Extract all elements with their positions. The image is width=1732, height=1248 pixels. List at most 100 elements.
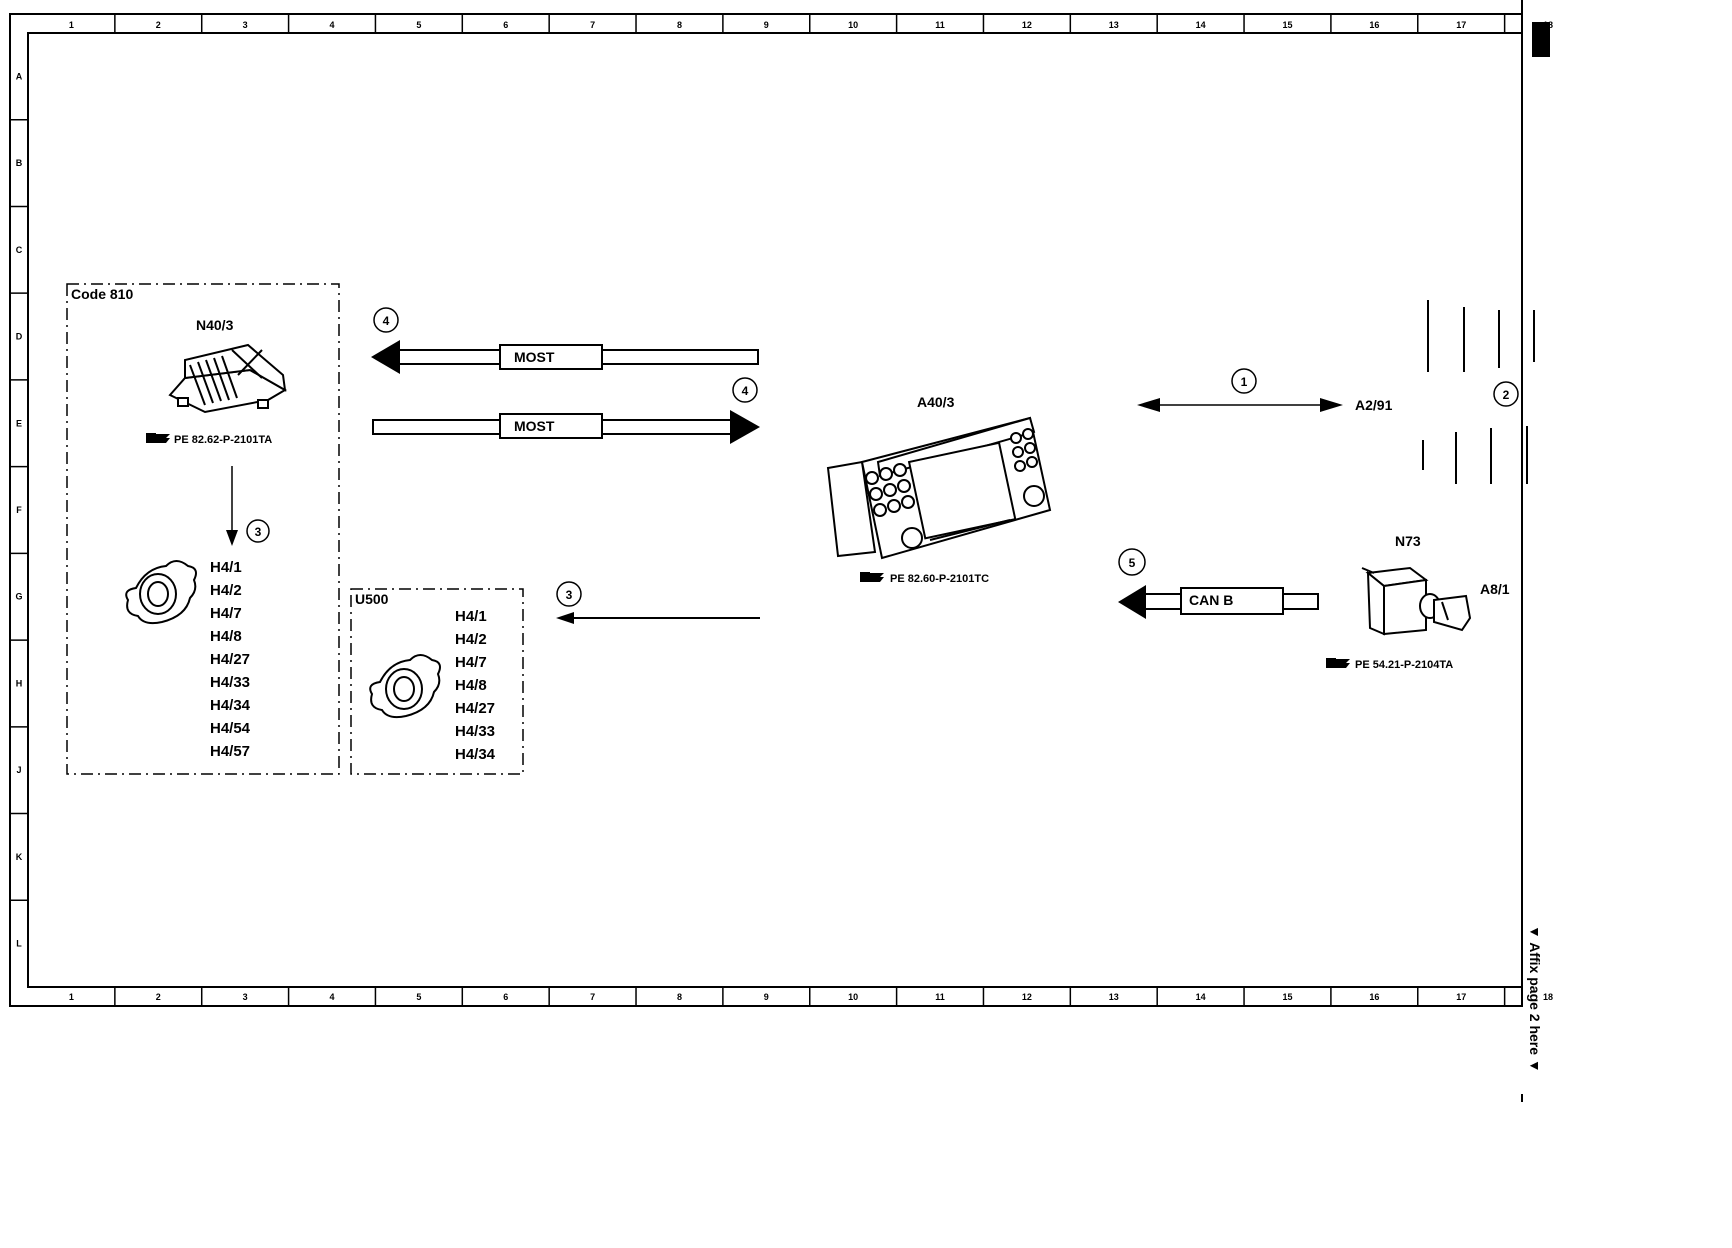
u500-box [350, 588, 524, 775]
speaker-label: H4/57 [210, 743, 250, 760]
ignition-label: N73 [1395, 533, 1421, 549]
callout-2: 2 [1493, 381, 1519, 407]
head-unit-icon [826, 416, 1052, 560]
speaker-label: H4/33 [210, 674, 250, 691]
affix-note: ▼ Affix page 2 here ▼ [1527, 925, 1543, 1073]
reference-hand-icon [1326, 658, 1350, 668]
column-label-top: 4 [330, 20, 335, 30]
column-label-bottom: 13 [1109, 992, 1119, 1002]
svg-text:2: 2 [1503, 388, 1510, 402]
arrowhead [556, 612, 574, 624]
most-label-bottom: MOST [514, 418, 555, 434]
column-label-top: 1 [69, 20, 74, 30]
speaker-label: H4/34 [455, 746, 496, 763]
inner-frame [27, 32, 1523, 988]
callout-3-center: 3 [556, 581, 582, 607]
most-link-bottom: MOST [372, 410, 760, 444]
column-label-bottom: 9 [764, 992, 769, 1002]
column-label-bottom: 15 [1282, 992, 1292, 1002]
svg-text:5: 5 [1129, 556, 1136, 570]
column-label-top: 5 [416, 20, 421, 30]
head-unit-ref: PE 82.60-P-2101TC [890, 573, 989, 585]
ruler-labels: 1122334455667788991010111112121313141415… [15, 20, 1553, 1002]
speaker-label: H4/7 [210, 605, 242, 622]
row-label: F [16, 505, 22, 515]
can-b-link: CAN B [1118, 585, 1319, 619]
callout-1: 1 [1231, 368, 1257, 394]
row-label: J [16, 765, 21, 775]
amplifier-ref: PE 82.62-P-2101TA [174, 434, 272, 446]
arrowhead [1137, 398, 1160, 412]
row-label: D [16, 332, 23, 342]
code-810-box [66, 283, 340, 775]
ignition-switch-icon [1361, 566, 1441, 636]
column-label-top: 7 [590, 20, 595, 30]
arrowhead [1320, 398, 1343, 412]
speaker-label: H4/1 [455, 608, 487, 625]
speaker-label: H4/27 [455, 700, 495, 717]
column-label-bottom: 8 [677, 992, 682, 1002]
speaker-icon [369, 654, 441, 719]
key-icon [1433, 594, 1472, 632]
column-label-bottom: 12 [1022, 992, 1032, 1002]
column-label-bottom: 18 [1543, 992, 1553, 1002]
column-label-top: 2 [156, 20, 161, 30]
ignition-ref: PE 54.21-P-2104TA [1355, 659, 1453, 671]
column-label-bottom: 6 [503, 992, 508, 1002]
column-label-bottom: 11 [935, 992, 945, 1002]
speaker-label: H4/2 [455, 631, 487, 648]
column-label-bottom: 14 [1196, 992, 1206, 1002]
ruler-ticks [10, 14, 1506, 1006]
most-label-top: MOST [514, 349, 555, 365]
column-label-top: 12 [1022, 20, 1032, 30]
speaker-label: H4/33 [455, 723, 495, 740]
column-label-top: 13 [1109, 20, 1119, 30]
row-label: G [15, 592, 22, 602]
reference-hand-icon [146, 433, 170, 443]
svg-text:3: 3 [255, 525, 262, 539]
speaker-label: H4/54 [210, 720, 251, 737]
speaker-label: H4/2 [210, 582, 242, 599]
row-label: K [16, 852, 23, 862]
column-label-top: 15 [1282, 20, 1292, 30]
row-label: C [16, 245, 23, 255]
column-label-bottom: 2 [156, 992, 161, 1002]
column-label-bottom: 17 [1456, 992, 1466, 1002]
svg-text:4: 4 [742, 384, 749, 398]
speaker-label: H4/34 [210, 697, 251, 714]
row-label: A [16, 71, 23, 81]
cut-marks [1422, 300, 1535, 484]
column-label-top: 11 [935, 20, 945, 30]
column-label-top: 17 [1456, 20, 1466, 30]
column-label-bottom: 7 [590, 992, 595, 1002]
target-label: A2/91 [1355, 397, 1393, 413]
column-label-top: 9 [764, 20, 769, 30]
column-label-bottom: 1 [69, 992, 74, 1002]
speaker-label: H4/7 [455, 654, 487, 671]
column-label-top: 14 [1196, 20, 1206, 30]
column-label-top: 10 [848, 20, 858, 30]
column-label-bottom: 16 [1369, 992, 1379, 1002]
column-label-top: 6 [503, 20, 508, 30]
svg-text:4: 4 [383, 314, 390, 328]
speaker-label: H4/8 [210, 628, 242, 645]
head-unit-label: A40/3 [917, 394, 955, 410]
key-label: A8/1 [1480, 581, 1510, 597]
row-label: L [16, 939, 22, 949]
callout-4-top: 4 [373, 307, 399, 333]
callout-3-left: 3 [246, 519, 270, 543]
speaker-icon [125, 560, 197, 625]
speaker-label: H4/1 [210, 559, 242, 576]
column-label-top: 3 [243, 20, 248, 30]
row-label: E [16, 418, 22, 428]
callout-5: 5 [1118, 548, 1146, 576]
diagram-canvas: 1122334455667788991010111112121313141415… [9, 0, 1553, 1102]
amplifier-icon [168, 343, 287, 414]
column-label-top: 8 [677, 20, 682, 30]
svg-text:1: 1 [1241, 375, 1248, 389]
row-label: B [16, 158, 23, 168]
column-label-bottom: 10 [848, 992, 858, 1002]
speaker-label: H4/8 [455, 677, 487, 694]
